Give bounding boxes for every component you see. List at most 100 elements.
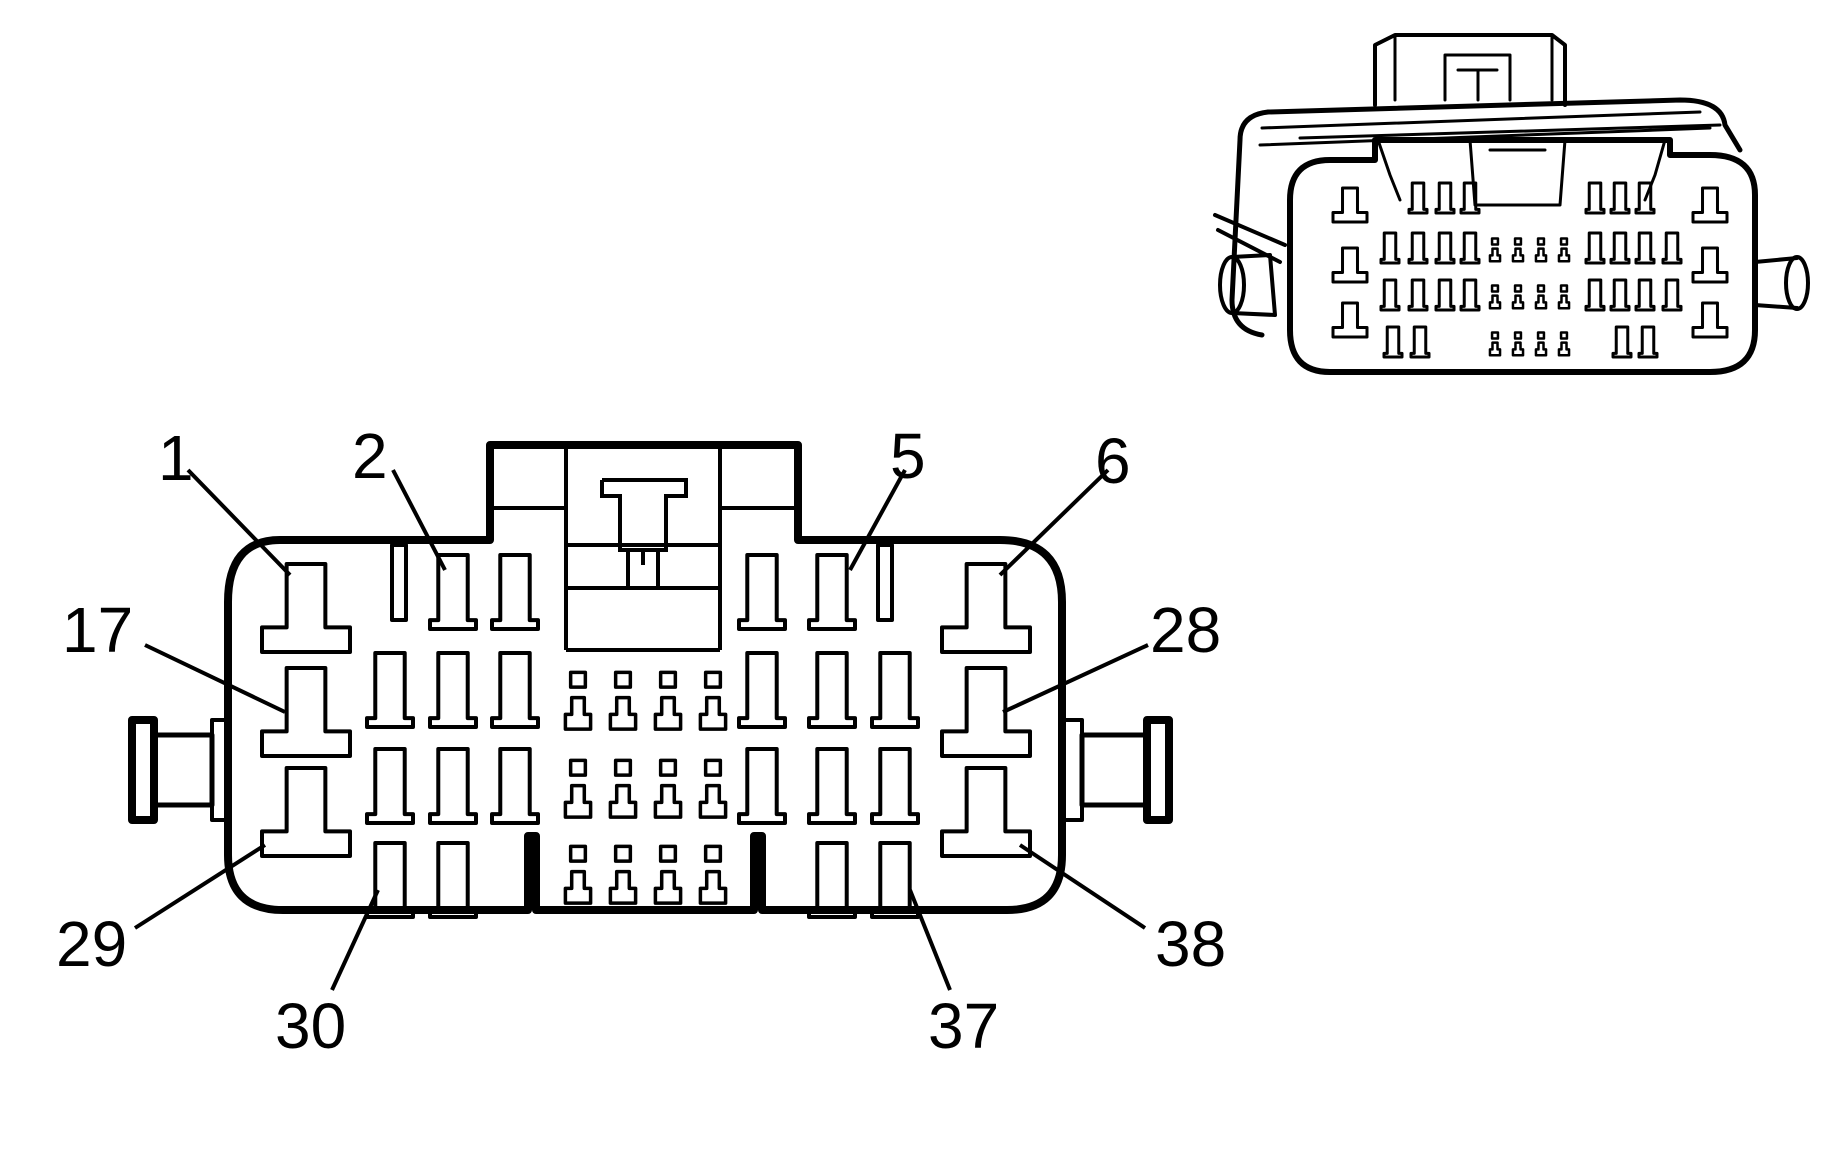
leader-37 [908,889,952,991]
cavity-small [563,670,593,731]
leader-17 [144,643,286,714]
cavity-medium [807,651,857,729]
cavity-medium [1637,325,1659,359]
cavity-medium [870,747,920,825]
cavity-medium [1379,278,1401,312]
leader-38 [1018,843,1147,930]
cavity-medium [1407,231,1429,265]
connector-isometric-view [1213,33,1810,375]
cavity-medium [1434,231,1456,265]
cavity-medium [365,841,415,919]
cavity-small [1557,331,1571,357]
leader-lines [133,468,1149,991]
pin-label-17: 17 [62,594,133,666]
cavity-medium [490,747,540,825]
cavity-medium [1609,231,1631,265]
cavity-medium [1459,181,1481,215]
cavity-medium [737,553,787,631]
cavity-small [1511,331,1525,357]
pin-label-2: 2 [352,420,388,492]
pin-label-28: 28 [1150,594,1221,666]
cavity-large [940,766,1032,858]
cavity-medium [1609,278,1631,312]
left-slot [390,543,408,622]
cavity-large [1331,246,1369,284]
cavity-large [1691,301,1729,339]
cavity-large [940,562,1032,654]
cavity-medium [1459,278,1481,312]
cavity-medium [870,651,920,729]
cavity-medium [1382,325,1404,359]
cavity-medium [1634,278,1656,312]
cavity-small [608,670,638,731]
cavity-medium [1407,181,1429,215]
cavity-medium [1409,325,1431,359]
cavity-small [1488,284,1502,310]
iso-terminal-cavities [1331,181,1729,359]
pin-label-29: 29 [56,908,127,980]
pin-label-38: 38 [1155,908,1226,980]
cavity-medium [1609,181,1631,215]
pin-labels: 1 2 5 6 17 28 29 30 37 38 [56,420,1226,1062]
pin-label-6: 6 [1095,425,1131,497]
leader-2 [391,469,447,571]
iso-front-face [1287,137,1758,375]
cavity-medium [1661,231,1683,265]
cavity-medium [1584,278,1606,312]
cavity-small [1534,331,1548,357]
leader-6 [998,468,1110,577]
cavity-small [608,844,638,905]
cavity-small [1534,237,1548,263]
cavity-large [1691,246,1729,284]
cavity-small [563,758,593,819]
cavity-small [653,844,683,905]
cavity-small [698,758,728,819]
cavity-large [260,562,352,654]
pin-label-37: 37 [928,990,999,1062]
cavity-medium [1434,181,1456,215]
cavity-small [698,670,728,731]
cavity-medium [428,553,478,631]
cavity-small [1488,331,1502,357]
cavity-medium [1634,231,1656,265]
cavity-medium [1459,231,1481,265]
leader-1 [186,468,292,577]
cavity-large [1691,186,1729,224]
right-slot [876,543,894,622]
cavity-small [1488,237,1502,263]
cavity-small [1534,284,1548,310]
left-peg [128,716,230,824]
cavity-medium [737,747,787,825]
cavity-small [1511,284,1525,310]
cavity-medium [490,553,540,631]
leader-5 [848,469,907,571]
cavity-large [1331,186,1369,224]
pin-label-5: 5 [890,420,926,492]
cavity-medium [870,841,920,919]
cavity-medium [807,553,857,631]
cavity-large [940,666,1032,758]
cavity-small [1557,237,1571,263]
leader-28 [1002,643,1149,714]
cavity-small [698,844,728,905]
pin-label-1: 1 [158,422,194,494]
cavity-medium [1634,181,1656,215]
cavity-small [563,844,593,905]
cavity-small [608,758,638,819]
cavity-small [1511,237,1525,263]
leader-29 [133,843,267,930]
cavity-medium [490,651,540,729]
cavity-small [653,758,683,819]
cavity-medium [1434,278,1456,312]
cavity-medium [807,747,857,825]
leader-30 [330,889,380,991]
right-peg [1060,716,1173,824]
cavity-medium [1584,231,1606,265]
cavity-medium [807,841,857,919]
cavity-large [1331,301,1369,339]
cavity-medium [428,651,478,729]
top-latch [490,448,798,652]
cavity-medium [1661,278,1683,312]
cavity-large [260,666,352,758]
